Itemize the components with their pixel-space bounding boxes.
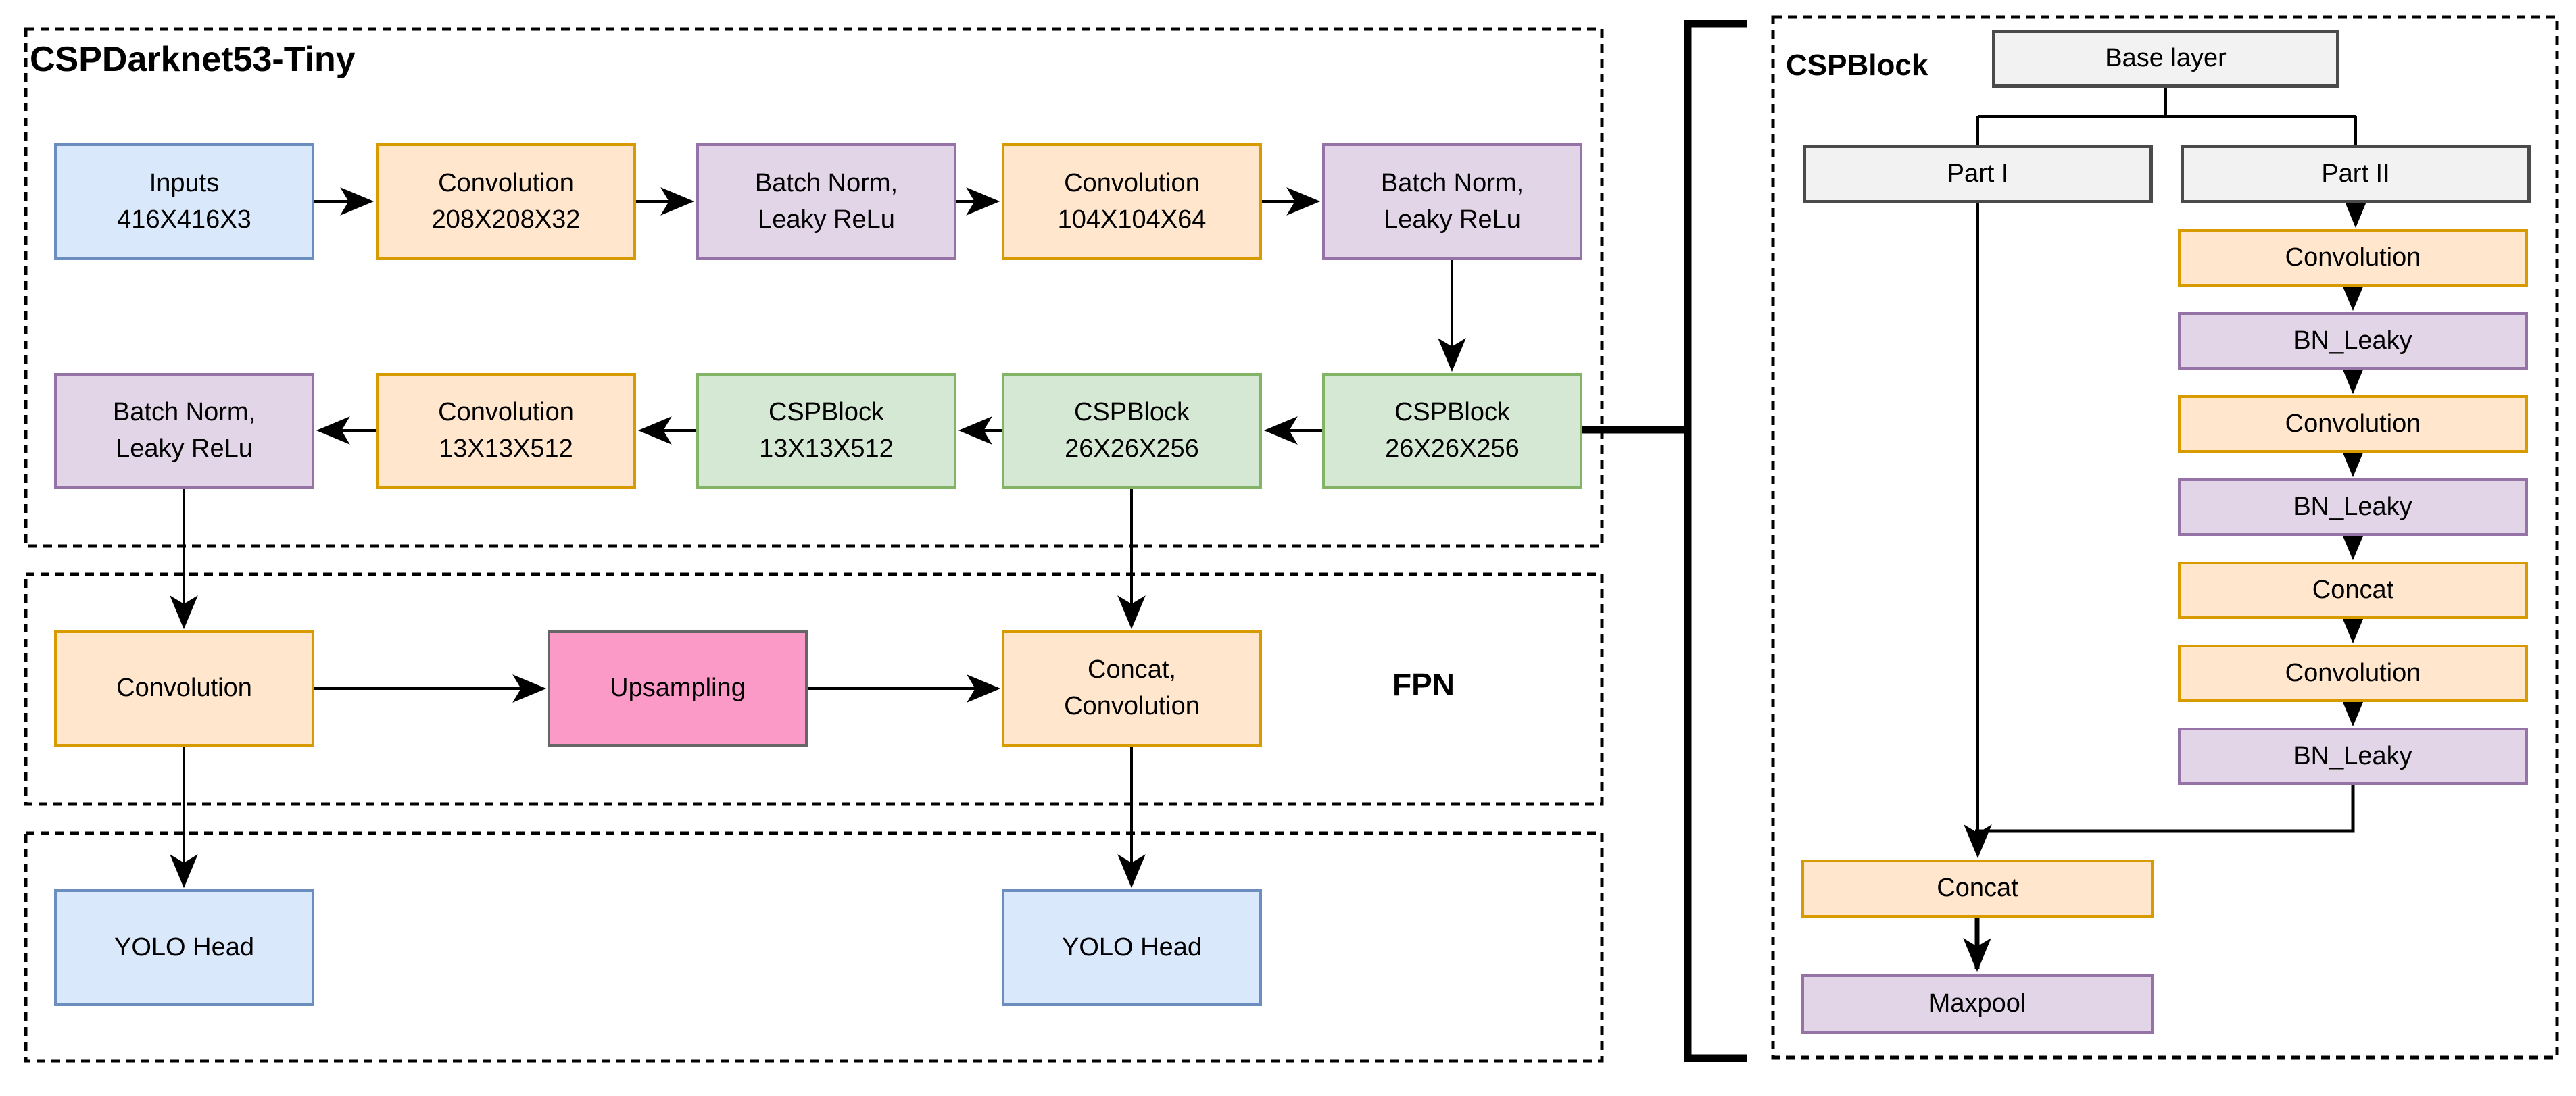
bnleaky-elbow [1975,785,2355,833]
node-maxpool: Maxpool [1801,974,2154,1034]
node-bn-leaky-3: Batch Norm, Leaky ReLu [54,373,314,489]
node-yolo-head-1: YOLO Head [54,889,314,1006]
node-csp-conv-3: Convolution [2178,645,2528,702]
node-csp-conv-2: Convolution [2178,395,2528,453]
node-csp-conv-1: Convolution [2178,229,2528,287]
fpn-region [24,572,1604,806]
node-concat-conv: Concat, Convolution [1002,630,1262,747]
node-csp-bnleaky-1: BN_Leaky [2178,312,2528,370]
dashed-region-outlines [24,15,2559,1063]
arrow-connectors [170,20,2370,1062]
cspblock-panel-title: CSPBlock [1786,49,1928,82]
node-part-1: Part I [1803,145,2153,203]
bracket-body [1684,20,1747,1062]
node-fpn-conv: Convolution [54,630,314,747]
node-csp-bnleaky-3: BN_Leaky [2178,728,2528,785]
cspblock-region [1771,15,2559,1060]
node-csp-concat-main: Concat [1801,860,2154,918]
fpn-title: FPN [1392,667,1455,702]
node-bn-leaky-1: Batch Norm, Leaky ReLu [696,143,956,260]
node-bn-leaky-2: Batch Norm, Leaky ReLu [1322,143,1582,260]
node-csp-concat-1: Concat [2178,562,2528,619]
node-part-2: Part II [2181,145,2531,203]
node-base-layer: Base layer [1992,30,2339,88]
node-upsampling: Upsampling [548,630,808,747]
node-conv-104: Convolution 104X104X64 [1002,143,1262,260]
node-cspblock-13: CSPBlock 13X13X512 [696,373,956,489]
head-region [24,831,1604,1063]
backbone-region [24,27,1604,548]
node-conv-13: Convolution 13X13X512 [376,373,636,489]
node-inputs: Inputs 416X416X3 [54,143,314,260]
node-yolo-head-2: YOLO Head [1002,889,1262,1006]
node-cspblock-26-a: CSPBlock 26X26X256 [1002,373,1262,489]
node-conv-208: Convolution 208X208X32 [376,143,636,260]
node-csp-bnleaky-2: BN_Leaky [2178,478,2528,536]
backbone-title: CSPDarknet53-Tiny [30,40,356,79]
node-cspblock-26-b: CSPBlock 26X26X256 [1322,373,1582,489]
